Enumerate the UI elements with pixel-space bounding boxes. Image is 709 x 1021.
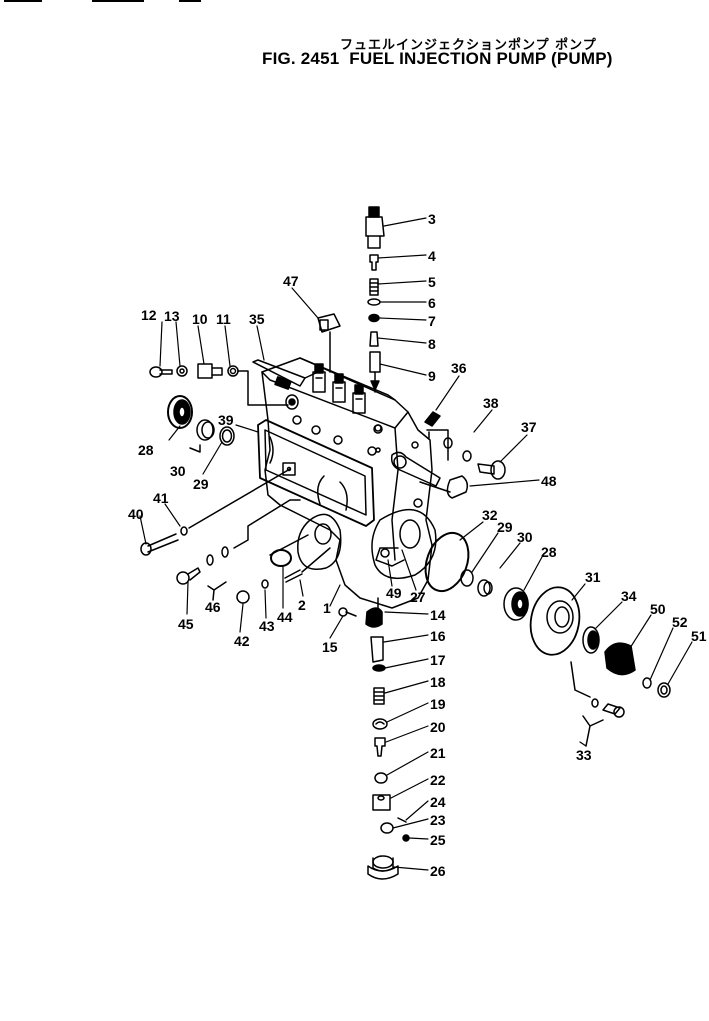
upper-left-parts bbox=[149, 313, 341, 410]
callout-6: 6 bbox=[428, 295, 436, 311]
callout-3: 3 bbox=[428, 211, 436, 227]
callout-28-left: 28 bbox=[138, 442, 154, 458]
callout-11: 11 bbox=[216, 311, 231, 327]
callout-22: 22 bbox=[430, 772, 446, 788]
callout-36: 36 bbox=[451, 360, 467, 376]
callout-46: 46 bbox=[205, 599, 221, 615]
callout-10: 10 bbox=[192, 311, 208, 327]
callout-21: 21 bbox=[430, 745, 446, 761]
delivery-valve-stack bbox=[365, 206, 385, 393]
figure-number: FIG. 2451 bbox=[262, 49, 340, 68]
callout-5: 5 bbox=[428, 274, 436, 290]
callout-30-left: 30 bbox=[170, 463, 186, 479]
callout-49: 49 bbox=[386, 585, 402, 601]
callout-35: 35 bbox=[249, 311, 265, 327]
leader-lines bbox=[139, 217, 693, 871]
callout-43: 43 bbox=[259, 618, 275, 634]
callout-50: 50 bbox=[650, 601, 666, 617]
callout-45: 45 bbox=[178, 616, 194, 632]
callout-8: 8 bbox=[428, 336, 436, 352]
callout-4: 4 bbox=[428, 248, 436, 264]
drive-end-parts bbox=[424, 531, 671, 747]
figure-name: FUEL INJECTION PUMP (PUMP) bbox=[349, 49, 613, 68]
callout-25: 25 bbox=[430, 832, 446, 848]
lower-left-fasteners bbox=[140, 468, 331, 604]
figure-title: FIG. 2451 FUEL INJECTION PUMP (PUMP) bbox=[262, 49, 613, 69]
callout-20: 20 bbox=[430, 719, 446, 735]
callout-28-right: 28 bbox=[541, 544, 557, 560]
pump-housing bbox=[257, 357, 441, 609]
top-rule-2 bbox=[92, 0, 144, 2]
callout-42: 42 bbox=[234, 633, 250, 649]
callout-30-right: 30 bbox=[517, 529, 533, 545]
callout-24: 24 bbox=[430, 794, 446, 810]
callout-31: 31 bbox=[585, 569, 601, 585]
callout-7: 7 bbox=[428, 313, 436, 329]
right-side-parts bbox=[419, 411, 506, 499]
callout-19: 19 bbox=[430, 696, 446, 712]
callout-51: 51 bbox=[691, 628, 707, 644]
callout-2: 2 bbox=[298, 597, 306, 613]
callout-17: 17 bbox=[430, 652, 446, 668]
callout-38: 38 bbox=[483, 395, 499, 411]
callout-13: 13 bbox=[164, 308, 180, 324]
callout-32: 32 bbox=[482, 507, 498, 523]
callout-9: 9 bbox=[428, 368, 436, 384]
callout-27: 27 bbox=[410, 589, 426, 605]
callout-41: 41 bbox=[153, 490, 169, 506]
callout-48: 48 bbox=[541, 473, 557, 489]
callout-15: 15 bbox=[322, 639, 338, 655]
callout-34: 34 bbox=[621, 588, 637, 604]
plunger-stack bbox=[338, 597, 410, 880]
callout-14: 14 bbox=[430, 607, 446, 623]
callout-18: 18 bbox=[430, 674, 446, 690]
callout-1: 1 bbox=[323, 600, 331, 616]
delivery-valve-holders bbox=[312, 363, 366, 414]
callout-26: 26 bbox=[430, 863, 446, 879]
callout-37: 37 bbox=[521, 419, 537, 435]
top-rule-3 bbox=[179, 0, 201, 2]
left-bearing-set bbox=[167, 395, 235, 453]
callout-33: 33 bbox=[576, 747, 592, 763]
top-rule-1 bbox=[4, 0, 42, 2]
callout-40: 40 bbox=[128, 506, 144, 522]
callout-29-left: 29 bbox=[193, 476, 209, 492]
callout-52: 52 bbox=[672, 614, 688, 630]
callout-39: 39 bbox=[218, 412, 234, 428]
callout-23: 23 bbox=[430, 812, 446, 828]
figure-title-japanese: フュエルインジェクションポンプ ポンプ bbox=[340, 38, 597, 53]
callout-16: 16 bbox=[430, 628, 446, 644]
callout-47: 47 bbox=[283, 273, 299, 289]
callout-12: 12 bbox=[141, 307, 157, 323]
callout-44: 44 bbox=[277, 609, 293, 625]
callout-29-right: 29 bbox=[497, 519, 513, 535]
